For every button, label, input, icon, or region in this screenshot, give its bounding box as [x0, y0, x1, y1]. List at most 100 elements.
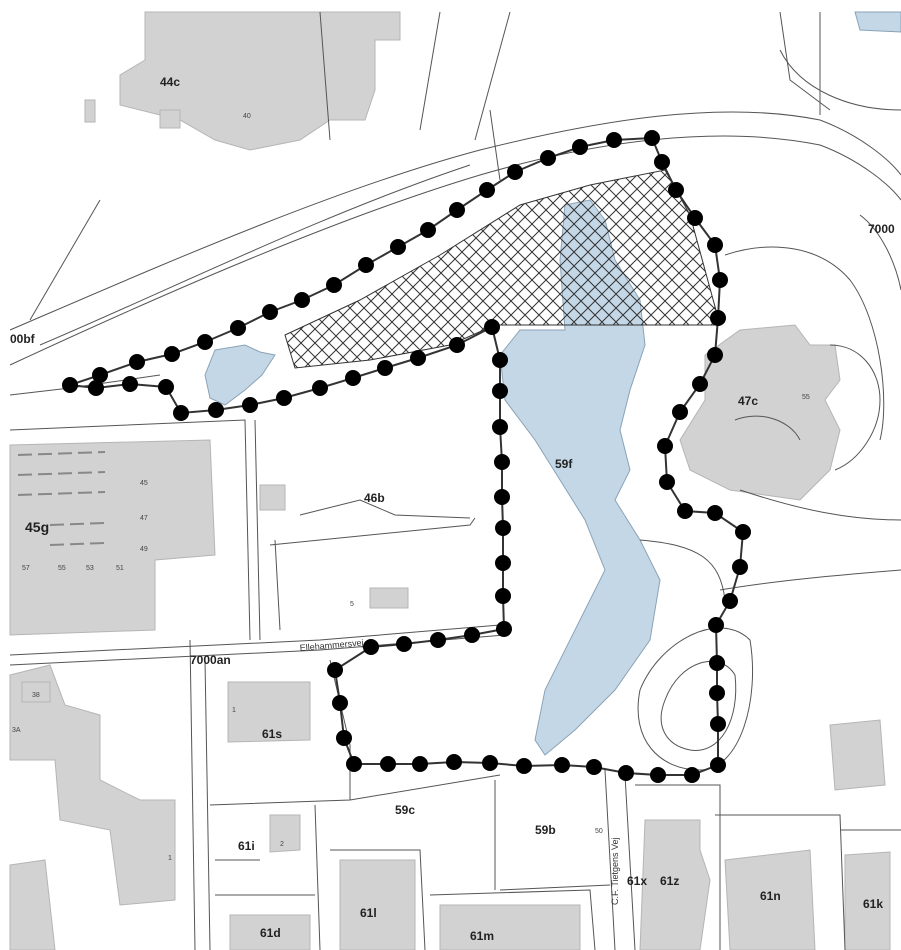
boundary-dot	[449, 202, 465, 218]
house-number: 38	[32, 692, 40, 699]
building-61xz	[639, 819, 711, 950]
parcel-labels: 44c 47c 46b 45g 59f 59c 59b 61s 61i 61d …	[10, 75, 895, 943]
boundary-dot	[687, 210, 703, 226]
label-59f: 59f	[555, 457, 573, 471]
boundary-dot	[326, 277, 342, 293]
boundary-dot	[88, 380, 104, 396]
house-number: 47	[140, 515, 148, 522]
boundary-dot	[540, 150, 556, 166]
boundary-dot	[709, 655, 725, 671]
boundary-dot	[122, 376, 138, 392]
label-61d: 61d	[260, 926, 281, 940]
boundary-dot	[707, 237, 723, 253]
label-61i: 61i	[238, 839, 255, 853]
house-number: 55	[802, 394, 810, 401]
boundary-dot	[208, 402, 224, 418]
boundary-dot	[479, 182, 495, 198]
boundary-dot	[707, 505, 723, 521]
boundary-dot	[482, 755, 498, 771]
house-number: 55	[58, 565, 66, 572]
boundary-dot	[586, 759, 602, 775]
label-61s: 61s	[262, 727, 282, 741]
label-61n: 61n	[760, 889, 781, 903]
label-45g: 45g	[25, 519, 49, 535]
boundary-dot	[390, 239, 406, 255]
boundary-dot	[495, 588, 511, 604]
boundary-dot	[606, 132, 622, 148]
building-small-top	[159, 109, 181, 129]
boundary-dot	[657, 438, 673, 454]
boundary-dot	[496, 621, 512, 637]
boundary-dot	[677, 503, 693, 519]
label-59b: 59b	[535, 823, 556, 837]
label-61l: 61l	[360, 906, 377, 920]
label-61x: 61x	[627, 874, 647, 888]
building-61m	[439, 904, 581, 950]
boundary-dot	[449, 337, 465, 353]
boundary-dot	[129, 354, 145, 370]
label-61k: 61k	[863, 897, 883, 911]
boundary-dot	[363, 639, 379, 655]
boundary-dot	[722, 593, 738, 609]
boundary-dot	[707, 347, 723, 363]
boundary-dot	[380, 756, 396, 772]
boundary-dot	[346, 756, 362, 772]
boundary-dot	[294, 292, 310, 308]
building-right-mid	[829, 719, 886, 791]
boundary-dot	[659, 474, 675, 490]
boundary-dot	[332, 695, 348, 711]
house-number: 57	[22, 565, 30, 572]
boundary-dot	[710, 757, 726, 773]
building-47c	[679, 324, 841, 501]
house-numbers: 40 55 45 47 49 57 55 53 51 38 3A 1 1 2 5…	[12, 113, 810, 862]
boundary-dot	[327, 662, 343, 678]
house-number: 50	[595, 828, 603, 835]
building-small-v	[369, 587, 409, 609]
boundary-dot	[345, 370, 361, 386]
house-number: 3A	[12, 727, 21, 734]
label-7000an: 7000an	[190, 653, 231, 667]
boundary-dot	[708, 617, 724, 633]
boundary-dot	[692, 376, 708, 392]
label-61z: 61z	[660, 874, 679, 888]
boundary-dot	[684, 767, 700, 783]
boundary-dot	[158, 379, 174, 395]
boundary-dot	[242, 397, 258, 413]
boundary-dot	[164, 346, 180, 362]
building-44c	[119, 11, 401, 151]
building-small-46b	[259, 484, 286, 511]
boundary-dot	[464, 627, 480, 643]
boundary-dot	[495, 555, 511, 571]
boundary-dot	[494, 489, 510, 505]
building-61n	[724, 849, 816, 950]
boundary-dot	[710, 716, 726, 732]
boundary-dot	[644, 130, 660, 146]
boundary-dot	[336, 730, 352, 746]
boundary-dot	[446, 754, 462, 770]
label-46b: 46b	[364, 491, 385, 505]
boundary-dot	[262, 304, 278, 320]
house-number: 53	[86, 565, 94, 572]
boundary-dot	[554, 757, 570, 773]
boundary-dot	[492, 419, 508, 435]
boundary-dot	[732, 559, 748, 575]
building-61d	[229, 914, 311, 950]
boundary-dot	[377, 360, 393, 376]
boundary-dot	[358, 257, 374, 273]
house-number: 5	[350, 601, 354, 608]
boundary-dot	[492, 352, 508, 368]
boundary-dot	[495, 520, 511, 536]
boundary-dot	[62, 377, 78, 393]
boundary-dot	[672, 404, 688, 420]
building-61s	[227, 681, 311, 743]
street-label-ellehammersvej: Ellehammersvej	[299, 637, 364, 653]
building-61l	[339, 859, 416, 950]
house-number: 1	[232, 707, 236, 714]
building-61k	[844, 851, 891, 950]
building-45g	[9, 439, 216, 636]
boundary-dot	[650, 767, 666, 783]
house-number: 51	[116, 565, 124, 572]
boundary-dot	[230, 320, 246, 336]
water-bodies	[204, 11, 901, 756]
